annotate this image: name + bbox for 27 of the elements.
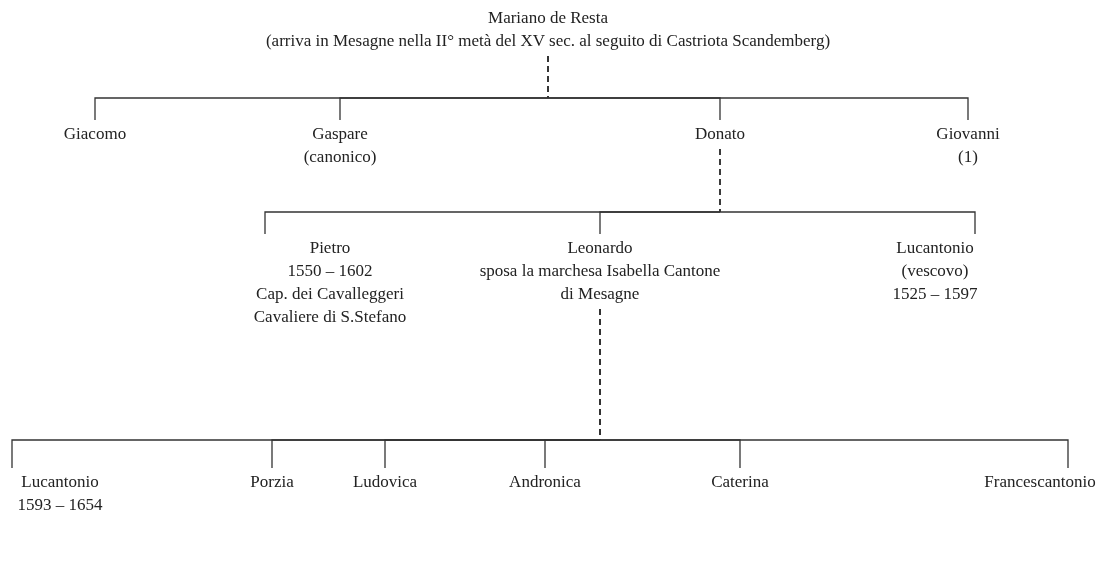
person-note: 1550 – 1602 xyxy=(286,260,374,282)
person-name: Pietro xyxy=(308,237,352,259)
tree-line xyxy=(719,148,976,235)
tree-line xyxy=(547,55,969,121)
person-name: Lucantonio xyxy=(20,471,100,493)
tree-line xyxy=(599,308,1069,469)
person-name: Ludovica xyxy=(351,471,419,493)
person-name: Donato xyxy=(693,123,746,145)
person-note: 1593 – 1654 xyxy=(16,494,104,516)
person-name: Andronica xyxy=(508,471,582,493)
person-note: (vescovo) xyxy=(900,260,970,282)
person-note: sposa la marchesa Isabella Cantone di Mesagne xyxy=(478,260,722,305)
person-note: (canonico) xyxy=(302,146,378,168)
person-name: Gaspare xyxy=(311,123,369,145)
person-name: Caterina xyxy=(710,471,770,493)
person-name: Lucantonio xyxy=(895,237,975,259)
person-note: (arriva in Mesagne nella II° metà del XV sec. al seguito di Castriota Scandemberg) xyxy=(264,30,832,52)
person-note: Cavaliere di S.Stefano xyxy=(252,306,408,328)
person-name: Mariano de Resta xyxy=(487,7,609,29)
person-name: Giacomo xyxy=(62,123,128,145)
person-name: Porzia xyxy=(249,471,295,493)
person-name: Francescantonio xyxy=(983,471,1097,493)
person-name: Leonardo xyxy=(566,237,634,259)
person-note: 1525 – 1597 xyxy=(891,283,979,305)
person-name: Giovanni xyxy=(935,123,1001,145)
person-note: (1) xyxy=(957,146,979,168)
person-note: Cap. dei Cavalleggeri xyxy=(255,283,405,305)
